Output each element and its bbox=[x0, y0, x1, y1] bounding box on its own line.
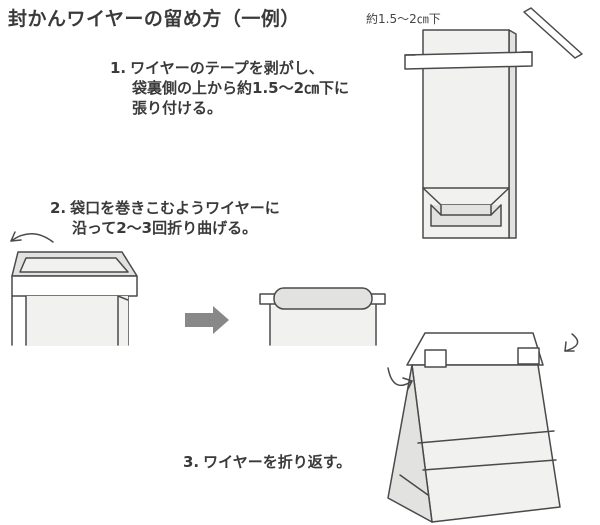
fold-arrow-icon bbox=[10, 231, 54, 243]
fold-back-arrow-right-icon bbox=[564, 333, 579, 352]
step-2-line-2: 沿って2～3回折り曲げる。 bbox=[72, 219, 258, 237]
bag-folding-step-2 bbox=[11, 251, 138, 346]
step-3-number: 3. bbox=[183, 453, 200, 471]
loose-wire-strip bbox=[523, 7, 583, 59]
step-3-line-1: ワイヤーを折り返す。 bbox=[203, 453, 352, 471]
step-1-instructions: 1.ワイヤーのテープを剥がし、 袋裏側の上から約1.5～2㎝下に 張り付ける。 bbox=[110, 58, 349, 118]
wire-tie-step-1 bbox=[404, 51, 533, 70]
step-3-instructions: 3.ワイヤーを折り返す。 bbox=[183, 452, 351, 472]
bag-finished-step-3 bbox=[387, 332, 561, 523]
bag-with-wire-step-1 bbox=[404, 29, 533, 239]
step-2-instructions: 2.袋口を巻きこむようワイヤーに 沿って2～3回折り曲げる。 bbox=[50, 198, 280, 238]
fold-back-arrow-left-icon bbox=[387, 367, 413, 390]
rolled-top bbox=[273, 287, 373, 310]
step-2-line-1: 袋口を巻きこむようワイヤーに bbox=[70, 199, 280, 217]
wire-tie-step-2 bbox=[11, 275, 138, 297]
step-1-line-1: ワイヤーのテープを剥がし、 bbox=[130, 59, 324, 77]
measurement-note: 約1.5～2㎝下 bbox=[366, 12, 441, 26]
step-1-number: 1. bbox=[110, 59, 127, 77]
wire-end-left bbox=[424, 349, 447, 368]
wire-end-right bbox=[517, 347, 540, 365]
diagram-title: 封かんワイヤーの留め方（一例） bbox=[8, 8, 300, 30]
step-1-line-3: 張り付ける。 bbox=[132, 99, 223, 117]
step-2-number: 2. bbox=[50, 199, 67, 217]
bag-rolled-step-2 bbox=[259, 287, 386, 346]
right-arrow-icon bbox=[185, 306, 229, 334]
step-1-line-2: 袋裏側の上から約1.5～2㎝下に bbox=[132, 79, 350, 97]
